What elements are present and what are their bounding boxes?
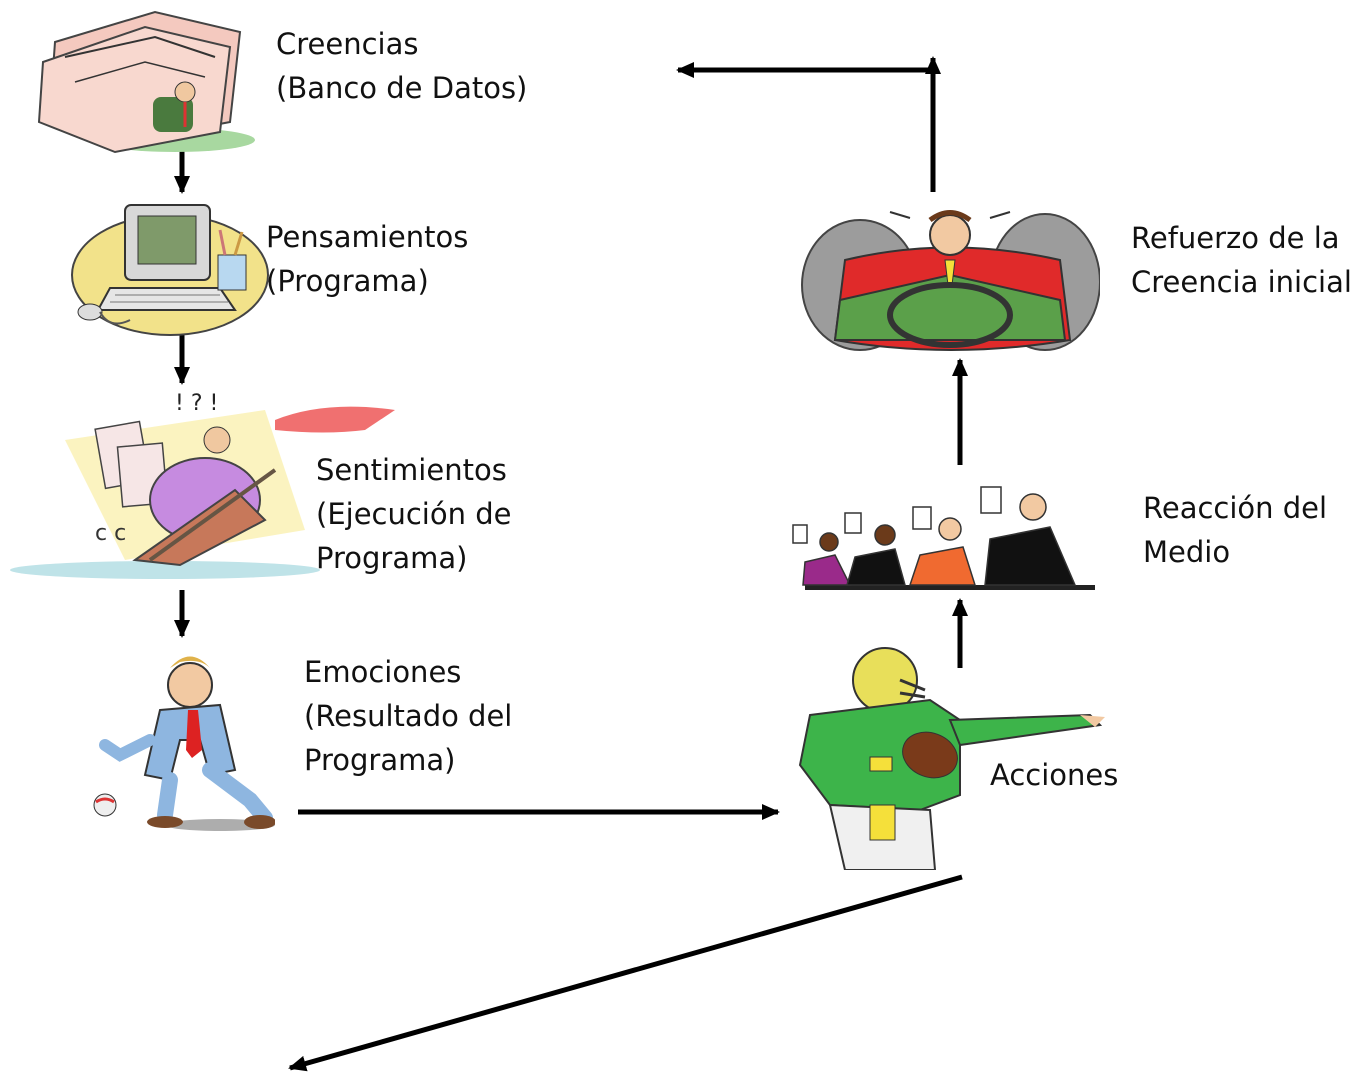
businessman-clipart-icon <box>93 656 275 831</box>
node-refuerzo: Refuerzo de la Creencia inicial <box>1131 216 1352 304</box>
refuerzo-subtitle: Creencia inicial <box>1131 265 1352 299</box>
svg-text:! ? !: ! ? ! <box>175 391 218 416</box>
node-emociones: Emociones (Resultado del Programa) <box>304 650 512 782</box>
judges-clipart-icon <box>792 486 1095 590</box>
acciones-title: Acciones <box>990 758 1119 792</box>
creencias-subtitle: (Banco de Datos) <box>276 71 528 105</box>
pensamientos-subtitle: (Programa) <box>266 264 429 298</box>
emociones-subtitle-1: (Resultado del <box>304 699 513 733</box>
creencias-title: Creencias <box>276 27 419 61</box>
node-sentimientos: Sentimientos (Ejecución de Programa) <box>316 448 511 580</box>
rowing-clipart-icon: c c ! ? ! <box>10 391 395 579</box>
folders-clipart-icon <box>37 10 255 154</box>
computer-clipart-icon <box>71 204 269 336</box>
refuerzo-title: Refuerzo de la <box>1131 221 1340 255</box>
sentimientos-subtitle-2: Programa) <box>316 541 468 575</box>
node-reaccion: Reacción del Medio <box>1143 486 1327 574</box>
emociones-subtitle-2: Programa) <box>304 743 456 777</box>
arrow-acciones-exit <box>288 874 963 1072</box>
reaccion-title: Reacción del <box>1143 491 1328 525</box>
sentimientos-title: Sentimientos <box>316 453 507 487</box>
football-player-clipart-icon <box>798 647 1105 870</box>
pensamientos-title: Pensamientos <box>266 220 469 254</box>
sentimientos-subtitle-1: (Ejecución de <box>316 497 512 531</box>
node-pensamientos: Pensamientos (Programa) <box>266 215 468 303</box>
node-acciones: Acciones <box>990 753 1118 797</box>
angry-driver-clipart-icon <box>801 210 1100 351</box>
node-creencias: Creencias (Banco de Datos) <box>276 22 527 110</box>
emociones-title: Emociones <box>304 655 462 689</box>
svg-text:c c: c c <box>95 521 126 546</box>
reaccion-subtitle: Medio <box>1143 535 1231 569</box>
